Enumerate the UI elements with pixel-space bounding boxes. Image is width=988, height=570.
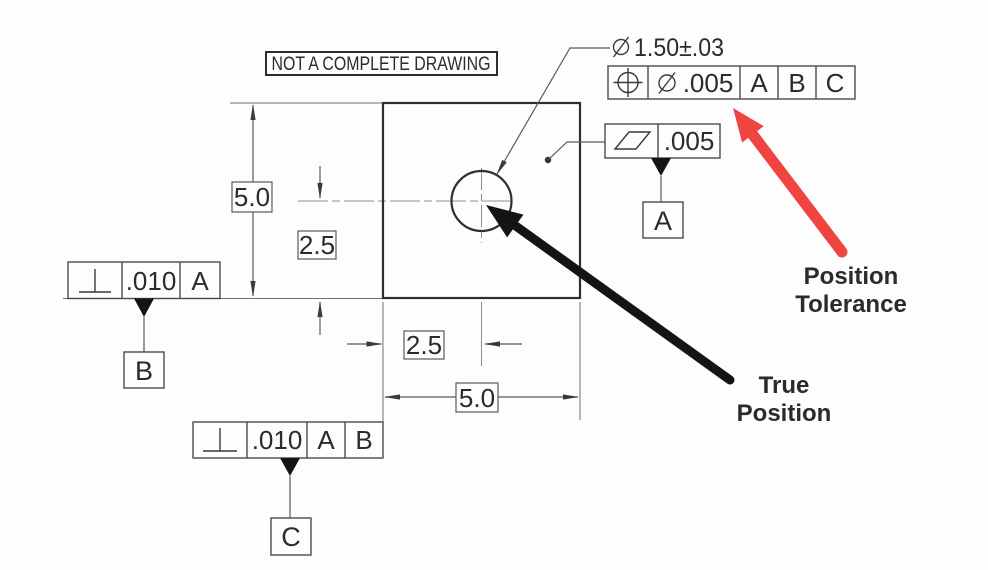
perpendicularity-frame-bottom: .010 A B C — [192, 421, 384, 556]
true-position-label-line2: Position — [737, 400, 832, 427]
flatness-symbol-icon — [613, 131, 652, 150]
diameter-symbol-icon — [658, 72, 676, 94]
datum-ref-a: A — [750, 68, 768, 98]
position-feature-control-frame: .005 A B C — [607, 65, 856, 100]
dimension-value: 5.0 — [459, 383, 495, 413]
diameter-symbol-icon — [612, 36, 630, 58]
datum-triangle-icon — [134, 298, 154, 317]
position-tolerance-value: .005 — [683, 68, 734, 98]
black-arrow-head-icon — [486, 205, 524, 238]
perpendicularity-frame-left: .010 A B — [67, 261, 221, 389]
leader-line — [547, 141, 605, 161]
dimension-value: 2.5 — [406, 330, 442, 360]
fcf-border — [607, 65, 856, 100]
flatness-tolerance-value: .005 — [664, 126, 715, 156]
perpendicularity-tolerance-value: .010 — [252, 425, 303, 455]
hole-size-text: 1.50±.03 — [634, 34, 724, 62]
position-tolerance-annotation: Position Tolerance — [733, 108, 907, 318]
perpendicularity-symbol-icon — [203, 428, 237, 452]
datum-label-box — [642, 201, 684, 239]
drawing-note: NOT A COMPLETE DRAWING — [265, 51, 498, 76]
dimension-value: 2.5 — [299, 230, 335, 260]
black-arrow-shaft — [508, 219, 735, 385]
datum-ref-a: A — [191, 266, 209, 296]
dimension-value: 5.0 — [234, 182, 270, 212]
datum-label-box — [123, 351, 165, 389]
perpendicularity-symbol-icon — [79, 269, 111, 293]
basic-dimension-box — [455, 382, 499, 413]
dimension-hole-center-x: 2.5 — [347, 330, 522, 360]
datum-label: A — [654, 206, 672, 236]
datum-label-box — [270, 517, 312, 556]
datum-ref-b: B — [788, 68, 805, 98]
fcf-cell-dividers — [246, 422, 346, 458]
position-tolerance-label-line1: Position — [804, 263, 899, 290]
datum-triangle-icon — [651, 158, 671, 176]
datum-ref-a: A — [317, 425, 335, 455]
basic-dimension-box — [297, 230, 337, 260]
centerlines — [298, 168, 516, 243]
fcf-border — [604, 123, 721, 159]
hole-size-callout: 1.50±.03 — [496, 34, 724, 175]
dimension-hole-center-y: 2.5 — [297, 166, 337, 335]
position-tolerance-label-line2: Tolerance — [795, 291, 907, 318]
red-arrow-shaft — [747, 129, 848, 258]
drawing-note-text: NOT A COMPLETE DRAWING — [272, 54, 491, 75]
datum-label: B — [135, 356, 153, 386]
dimension-overall-height: 5.0 — [231, 104, 273, 297]
basic-dimension-box — [403, 330, 445, 360]
fcf-cell-dividers — [647, 66, 817, 99]
leader-line — [496, 47, 610, 175]
hole-circle — [450, 169, 513, 233]
position-symbol-icon — [613, 68, 643, 97]
flatness-feature-control-frame: .005 A — [544, 123, 721, 239]
red-arrow-head-icon — [733, 108, 764, 143]
datum-ref-b: B — [355, 425, 372, 455]
true-position-annotation: True Position — [486, 205, 831, 427]
drawing-note-box — [265, 51, 498, 76]
true-position-label-line1: True — [759, 372, 810, 399]
datum-ref-c: C — [826, 68, 845, 98]
perpendicularity-tolerance-value: .010 — [126, 266, 177, 296]
dimension-overall-width: 5.0 — [384, 382, 579, 413]
part-outline — [381, 101, 582, 300]
basic-dimension-box — [231, 181, 273, 213]
datum-label: C — [281, 522, 301, 552]
datum-triangle-icon — [280, 458, 300, 476]
fcf-cell-dividers — [121, 262, 181, 299]
